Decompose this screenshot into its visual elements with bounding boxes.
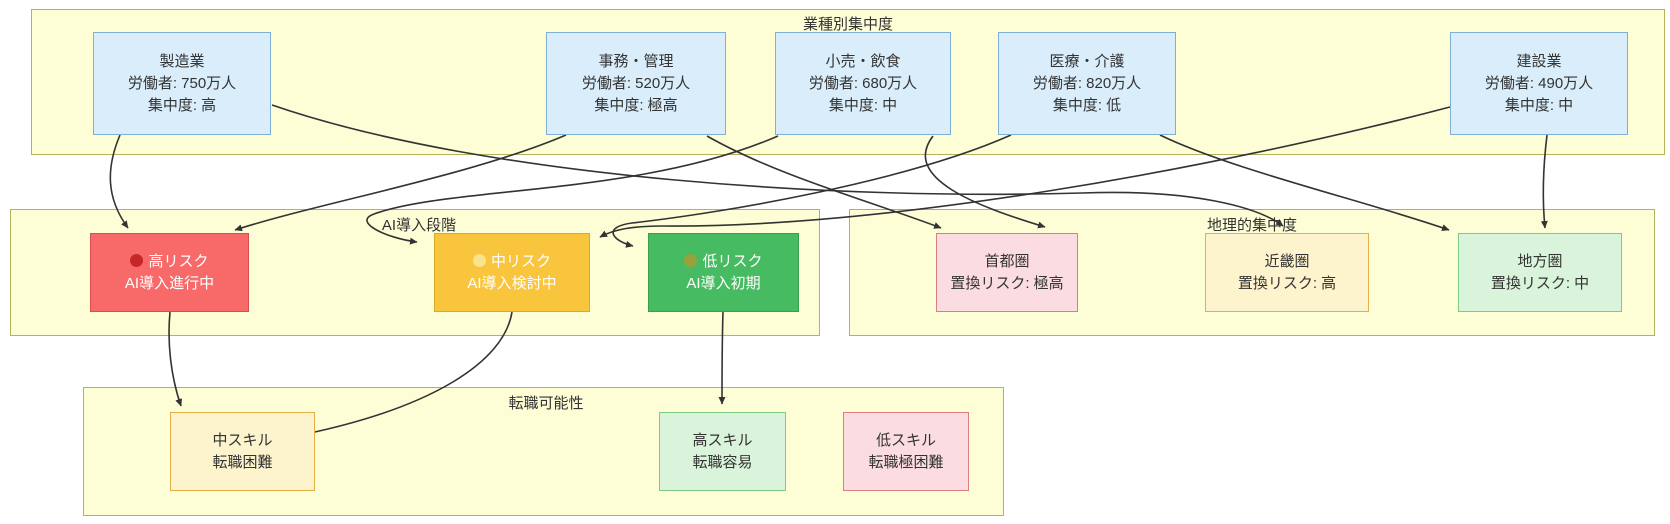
node-subtitle: 転職極困難	[868, 453, 944, 471]
node-mid-risk: 中リスク AI導入検討中	[434, 233, 590, 312]
node-subtitle: AI導入進行中	[124, 274, 215, 292]
node-capital-region: 首都圏 置換リスク: 極高	[936, 233, 1078, 312]
node-concentration: 集中度: 極高	[594, 96, 678, 114]
node-construction: 建設業 労働者: 490万人 集中度: 中	[1450, 32, 1628, 135]
node-risk: 置換リスク: 極高	[950, 274, 1064, 292]
node-workers: 労働者: 520万人	[581, 74, 691, 92]
node-risk: 置換リスク: 中	[1490, 274, 1590, 292]
node-subtitle: 転職困難	[212, 453, 273, 471]
node-workers: 労働者: 490万人	[1484, 74, 1594, 92]
group-label-industry-concentration: 業種別集中度	[802, 16, 894, 33]
node-mid-skill: 中スキル 転職困難	[170, 412, 315, 491]
node-high-skill: 高スキル 転職容易	[659, 412, 786, 491]
group-label-geographic-concentration: 地理的集中度	[1206, 217, 1298, 234]
node-title: 製造業	[159, 52, 205, 70]
node-title: 高スキル	[692, 431, 753, 449]
yellow-circle-icon	[472, 253, 486, 267]
node-office-admin: 事務・管理 労働者: 520万人 集中度: 極高	[546, 32, 726, 135]
node-title: 事務・管理	[598, 52, 674, 70]
node-subtitle: 転職容易	[692, 453, 753, 471]
node-concentration: 集中度: 高	[147, 96, 217, 114]
node-medical-care: 医療・介護 労働者: 820万人 集中度: 低	[998, 32, 1176, 135]
group-label-job-change-possibility: 転職可能性	[508, 395, 584, 412]
node-manufacturing: 製造業 労働者: 750万人 集中度: 高	[93, 32, 271, 135]
node-retail-food: 小売・飲食 労働者: 680万人 集中度: 中	[775, 32, 951, 135]
node-title: 低リスク	[702, 252, 763, 270]
node-title: 首都圏	[984, 252, 1030, 270]
node-title: 低スキル	[875, 431, 936, 449]
node-low-risk: 低リスク AI導入初期	[648, 233, 799, 312]
node-title: 近畿圏	[1264, 252, 1310, 270]
node-concentration: 集中度: 低	[1052, 96, 1122, 114]
node-title: 地方圏	[1517, 252, 1563, 270]
node-title: 建設業	[1516, 52, 1562, 70]
node-subtitle: AI導入初期	[686, 274, 761, 292]
node-low-skill: 低スキル 転職極困難	[843, 412, 969, 491]
node-title: 中リスク	[490, 252, 551, 270]
node-subtitle: AI導入検討中	[467, 274, 557, 292]
node-title: 小売・飲食	[825, 52, 901, 70]
node-kinki-region: 近畿圏 置換リスク: 高	[1205, 233, 1369, 312]
node-regional-area: 地方圏 置換リスク: 中	[1458, 233, 1622, 312]
node-title: 高リスク	[148, 252, 209, 270]
node-title: 中スキル	[212, 431, 273, 449]
node-risk: 置換リスク: 高	[1237, 274, 1337, 292]
red-circle-icon	[130, 253, 144, 267]
node-title: 医療・介護	[1049, 52, 1125, 70]
green-circle-icon	[684, 253, 698, 267]
node-workers: 労働者: 820万人	[1032, 74, 1142, 92]
node-workers: 労働者: 750万人	[127, 74, 237, 92]
node-workers: 労働者: 680万人	[808, 74, 918, 92]
group-label-ai-adoption-stage: AI導入段階	[381, 217, 457, 234]
node-high-risk: 高リスク AI導入進行中	[90, 233, 249, 312]
node-concentration: 集中度: 中	[1504, 96, 1574, 114]
node-concentration: 集中度: 中	[828, 96, 898, 114]
